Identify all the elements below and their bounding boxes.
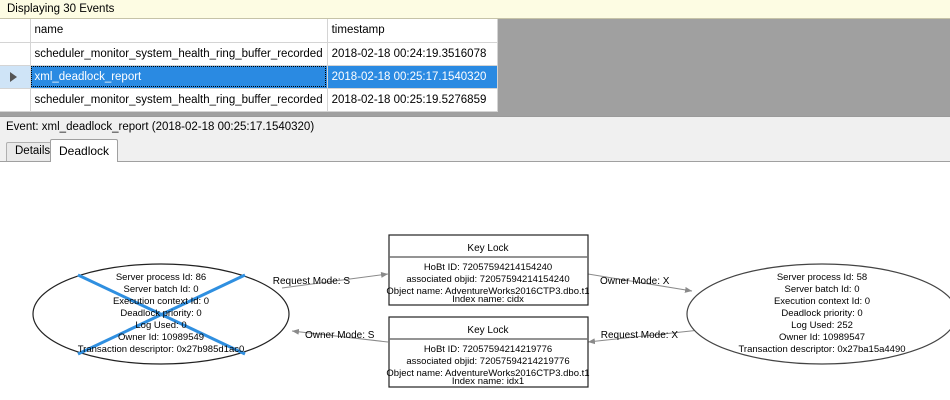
edge-label-left-owner: Owner Mode: S [305, 330, 375, 341]
edge-label-right-request: Request Mode: X [601, 330, 679, 341]
edge-label-left-request: Request Mode: S [273, 276, 351, 287]
cell-timestamp[interactable]: 2018-02-18 00:24:19.3516078 [327, 42, 498, 66]
cell-name[interactable]: scheduler_monitor_system_health_ring_buf… [30, 88, 328, 112]
resource-top-line-1: associated objid: 72057594214154240 [406, 274, 569, 285]
resource-bottom-box[interactable] [388, 316, 589, 388]
row-selector-cell[interactable] [0, 88, 31, 112]
resource-bottom-line-1: associated objid: 72057594214219776 [406, 356, 569, 367]
column-header-selector[interactable] [0, 19, 31, 43]
resource-bottom-line-0: HoBt ID: 72057594214219776 [424, 344, 552, 355]
resource-top-line-3: Index name: cidx [452, 294, 524, 305]
table-row[interactable]: scheduler_monitor_system_health_ring_buf… [0, 42, 498, 66]
table-row-selected[interactable]: xml_deadlock_report 2018-02-18 00:25:17.… [0, 65, 498, 89]
table-header-row: name timestamp [0, 19, 498, 43]
resource-bottom-line-2: Object name: AdventureWorks2016CTP3.dbo.… [386, 368, 589, 379]
row-pointer-icon [10, 71, 17, 82]
events-table: name timestamp scheduler_monitor_system_… [0, 19, 498, 112]
process-node-right[interactable]: Server process Id: 58 Server batch Id: 0… [686, 263, 950, 365]
process-left-line-1: Server batch Id: 0 [124, 284, 199, 295]
event-title-text: Event: xml_deadlock_report (2018-02-18 0… [6, 121, 315, 133]
status-strip: Displaying 30 Events [0, 0, 950, 19]
cell-timestamp[interactable]: 2018-02-18 00:25:17.1540320 [327, 65, 498, 89]
process-right-line-1: Server batch Id: 0 [785, 284, 860, 295]
resource-top-title: Key Lock [467, 243, 509, 254]
resource-top-line-0: HoBt ID: 72057594214154240 [424, 262, 552, 273]
deadlock-graph-canvas[interactable]: Request Mode: S Owner Mode: S Owner Mode… [0, 161, 950, 400]
resource-top-line-2: Object name: AdventureWorks2016CTP3.dbo.… [386, 286, 589, 297]
resource-bottom-title: Key Lock [467, 325, 509, 336]
column-header-timestamp[interactable]: timestamp [327, 19, 498, 43]
process-left-line-2: Execution context Id: 0 [113, 296, 209, 307]
process-right-line-5: Owner Id: 10989547 [779, 332, 865, 343]
process-left-line-6: Transaction descriptor: 0x27b985d1ac0 [78, 344, 245, 355]
tab-strip: Details Deadlock [0, 139, 950, 162]
edge-right-request: Request Mode: X [587, 329, 701, 345]
process-left-line-0: Server process Id: 86 [116, 272, 206, 283]
column-header-name[interactable]: name [30, 19, 328, 43]
edge-right-owner: Owner Mode: X [587, 273, 693, 293]
cell-timestamp[interactable]: 2018-02-18 00:25:19.5276859 [327, 88, 498, 112]
edge-left-request: Request Mode: S [273, 271, 389, 289]
tab-deadlock[interactable]: Deadlock [50, 139, 119, 162]
edge-label-right-owner: Owner Mode: X [600, 276, 670, 287]
victim-cross-icon [77, 273, 246, 356]
deadlock-graph-svg: Request Mode: S Owner Mode: S Owner Mode… [32, 234, 950, 388]
event-title-bar: Event: xml_deadlock_report (2018-02-18 0… [0, 117, 950, 139]
process-right-line-2: Execution context Id: 0 [774, 296, 870, 307]
cell-name[interactable]: scheduler_monitor_system_health_ring_buf… [30, 42, 328, 66]
edge-left-owner: Owner Mode: S [291, 328, 389, 343]
row-selector-cell[interactable] [0, 42, 31, 66]
process-node-left[interactable]: Server process Id: 86 Server batch Id: 0… [32, 263, 290, 365]
table-row[interactable]: scheduler_monitor_system_health_ring_buf… [0, 88, 498, 112]
resource-top-box[interactable] [388, 234, 589, 306]
status-text: Displaying 30 Events [7, 3, 115, 15]
process-ellipse-right[interactable] [686, 263, 950, 365]
row-selector-cell[interactable] [0, 65, 31, 89]
process-right-line-4: Log Used: 252 [791, 320, 853, 331]
process-right-line-0: Server process Id: 58 [777, 272, 867, 283]
process-right-line-6: Transaction descriptor: 0x27ba15a4490 [738, 344, 905, 355]
events-grid[interactable]: name timestamp scheduler_monitor_system_… [0, 19, 950, 117]
cell-name[interactable]: xml_deadlock_report [30, 65, 328, 89]
process-left-line-5: Owner Id: 10989549 [118, 332, 204, 343]
resource-node-bottom[interactable]: Key Lock HoBt ID: 72057594214219776 asso… [386, 316, 590, 388]
resource-bottom-line-3: Index name: idx1 [452, 376, 524, 387]
process-left-line-4: Log Used: 0 [135, 320, 186, 331]
resource-node-top[interactable]: Key Lock HoBt ID: 72057594214154240 asso… [386, 234, 590, 306]
process-right-line-3: Deadlock priority: 0 [781, 308, 862, 319]
process-left-line-3: Deadlock priority: 0 [120, 308, 201, 319]
